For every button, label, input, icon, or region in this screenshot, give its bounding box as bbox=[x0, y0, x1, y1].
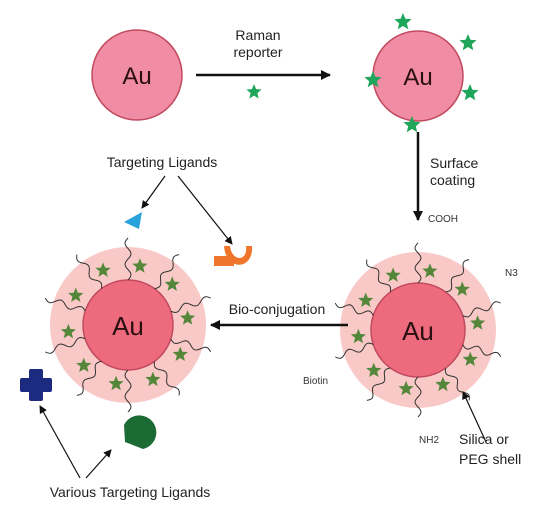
peg-linker bbox=[170, 338, 212, 353]
antibody-ligand-icon bbox=[214, 246, 253, 266]
targeting-ligands-group: Targeting Ligands bbox=[107, 154, 253, 266]
nh2-label: NH2 bbox=[419, 435, 439, 446]
peg-linker bbox=[153, 361, 180, 396]
bioconjugation-step: Bio-conjugation bbox=[210, 301, 348, 330]
core-label: Au bbox=[112, 311, 144, 341]
reporter-star-icon bbox=[145, 371, 161, 387]
reporter-star-icon bbox=[350, 328, 366, 344]
core-label: Au bbox=[403, 64, 432, 91]
core-label: Au bbox=[122, 63, 151, 90]
surface-label-line2: coating bbox=[430, 172, 475, 188]
cross-ligand-icon bbox=[20, 369, 52, 401]
peg-linker bbox=[366, 367, 391, 401]
raman-reporter-star-icon bbox=[461, 84, 479, 101]
reporter-star-icon bbox=[60, 323, 76, 339]
pacman-ligand-icon bbox=[124, 415, 157, 449]
shell-pointer-arrow bbox=[462, 391, 487, 443]
reporter-star-icon bbox=[435, 376, 451, 392]
raman-label-line1: Raman bbox=[235, 27, 280, 43]
triangle-ligand-icon bbox=[124, 212, 142, 229]
biotin-label: Biotin bbox=[303, 376, 328, 387]
shell-annotation: Silica or PEG shell bbox=[459, 391, 521, 467]
various-arrow-cross bbox=[39, 405, 81, 479]
peg-linker bbox=[76, 254, 103, 289]
peg-linker bbox=[44, 297, 86, 312]
peg-linker bbox=[170, 296, 211, 314]
shell-label-line2: PEG shell bbox=[459, 451, 521, 467]
peg-linker bbox=[445, 259, 470, 293]
surface-coating-step: Surface coating bbox=[413, 132, 478, 221]
reporter-star-icon bbox=[462, 351, 478, 366]
reporter-star-icon bbox=[108, 375, 124, 391]
core-label: Au bbox=[402, 316, 434, 346]
reporter-star-icon bbox=[470, 315, 486, 330]
gold-core bbox=[91, 29, 183, 121]
reporter-star-icon bbox=[132, 258, 148, 273]
raman-reporter-star-icon bbox=[364, 71, 382, 88]
coated-nanoparticle: Au COOH N3 Biotin NH2 bbox=[303, 214, 518, 446]
reporter-star-icon bbox=[422, 263, 438, 278]
targeting-arrow-antibody bbox=[177, 175, 233, 245]
peg-linker bbox=[334, 302, 374, 316]
peg-linker bbox=[335, 342, 374, 359]
peg-linker bbox=[414, 376, 422, 418]
various-ligands-label: Various Targeting Ligands bbox=[50, 484, 211, 500]
reporter-gold-nanoparticle: Au bbox=[364, 13, 479, 133]
raman-reporter-star-icon bbox=[246, 84, 262, 99]
reporter-star-icon bbox=[68, 287, 84, 302]
raman-step: Raman reporter bbox=[196, 27, 331, 99]
reporter-star-icon bbox=[172, 346, 188, 361]
reporter-star-icon bbox=[358, 292, 374, 307]
peg-linker bbox=[124, 369, 132, 413]
peg-linker bbox=[124, 237, 132, 281]
peg-linker bbox=[462, 301, 501, 318]
reporter-star-icon bbox=[385, 267, 401, 282]
reporter-star-icon bbox=[366, 362, 382, 377]
various-arrow-pacman bbox=[85, 449, 112, 479]
reporter-star-icon bbox=[180, 310, 196, 325]
raman-reporter-star-icon bbox=[459, 34, 477, 51]
peg-linker bbox=[414, 242, 422, 284]
cooh-label: COOH bbox=[428, 214, 458, 225]
reporter-star-icon bbox=[398, 380, 414, 396]
peg-linker bbox=[154, 254, 180, 290]
reporter-star-icon bbox=[95, 262, 111, 277]
raman-reporter-star-icon bbox=[403, 116, 421, 133]
raman-reporter-star-icon bbox=[394, 13, 412, 30]
surface-label-line1: Surface bbox=[430, 155, 478, 171]
peg-linker bbox=[462, 344, 502, 358]
raman-label-line2: reporter bbox=[233, 44, 282, 60]
reporter-star-icon bbox=[164, 276, 180, 291]
peg-linkers bbox=[44, 237, 212, 413]
shell-label-line1: Silica or bbox=[459, 431, 509, 447]
bare-gold-nanoparticle: Au bbox=[91, 29, 183, 121]
reporter-stars bbox=[60, 258, 196, 391]
peg-linker bbox=[45, 336, 86, 354]
functionalized-nanoparticle: Au bbox=[44, 237, 212, 413]
targeting-arrow-triangle bbox=[141, 175, 166, 209]
peg-linker bbox=[366, 259, 392, 293]
targeting-ligands-label: Targeting Ligands bbox=[107, 154, 218, 170]
peg-linker bbox=[76, 360, 102, 396]
n3-label: N3 bbox=[505, 268, 518, 279]
bioconjugation-label: Bio-conjugation bbox=[229, 301, 326, 317]
reporter-stars bbox=[350, 263, 486, 396]
reporter-star-icon bbox=[454, 281, 470, 296]
reporter-star-icon bbox=[76, 357, 92, 372]
various-ligands-group: Various Targeting Ligands bbox=[20, 369, 210, 500]
